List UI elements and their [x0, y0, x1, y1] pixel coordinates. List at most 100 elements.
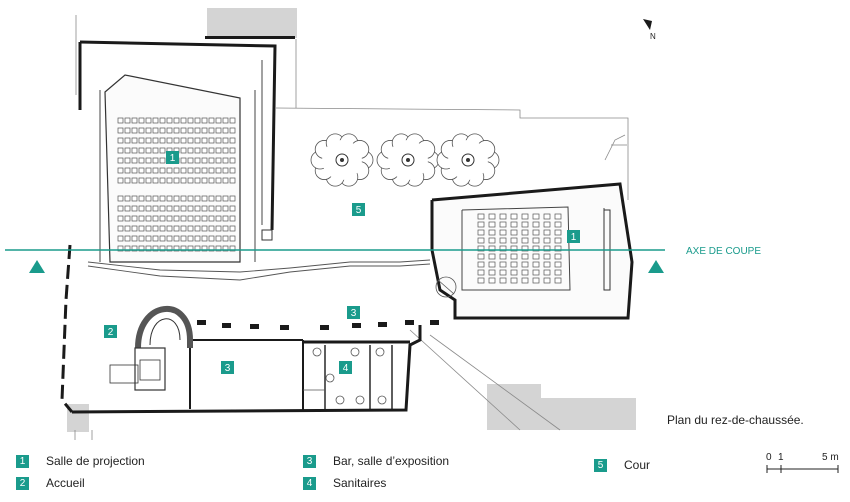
- seat: [180, 225, 187, 232]
- seat: [215, 147, 222, 154]
- seat: [521, 269, 529, 276]
- legend-label: Accueil: [46, 476, 85, 490]
- seat: [477, 253, 485, 260]
- seat: [117, 117, 124, 124]
- seat: [124, 147, 131, 154]
- legend-badge: 3: [303, 454, 316, 468]
- seat: [180, 245, 187, 252]
- seat: [208, 117, 215, 124]
- seat: [187, 205, 194, 212]
- seat: [138, 195, 145, 202]
- seat: [145, 117, 152, 124]
- seat: [229, 195, 236, 202]
- seat: [194, 177, 201, 184]
- seat: [180, 205, 187, 212]
- legend-item-3: 3 Bar, salle d’exposition: [303, 454, 449, 468]
- column: [405, 320, 414, 325]
- seat: [543, 245, 551, 252]
- seat: [229, 225, 236, 232]
- seat: [554, 213, 562, 220]
- seat: [499, 253, 507, 260]
- seat: [215, 225, 222, 232]
- seat: [532, 277, 540, 284]
- seat: [187, 117, 194, 124]
- seat: [201, 137, 208, 144]
- seat: [477, 229, 485, 236]
- column: [378, 322, 387, 327]
- seat: [510, 213, 518, 220]
- seat: [159, 215, 166, 222]
- seat: [124, 127, 131, 134]
- svg-text:4: 4: [343, 363, 349, 374]
- seat: [532, 269, 540, 276]
- seat: [145, 235, 152, 242]
- north-label: N: [650, 32, 656, 41]
- seat: [145, 215, 152, 222]
- seat: [159, 157, 166, 164]
- seat: [117, 215, 124, 222]
- column: [430, 320, 439, 325]
- seat: [152, 117, 159, 124]
- seat: [166, 137, 173, 144]
- column: [320, 325, 329, 330]
- seat: [215, 205, 222, 212]
- seat: [521, 245, 529, 252]
- seat: [488, 245, 496, 252]
- seat: [131, 225, 138, 232]
- seat: [117, 177, 124, 184]
- seat: [138, 147, 145, 154]
- legend-badge: 4: [303, 476, 316, 490]
- seat: [554, 229, 562, 236]
- seat: [124, 177, 131, 184]
- seat: [138, 167, 145, 174]
- seat: [159, 245, 166, 252]
- seat: [208, 245, 215, 252]
- seat: [229, 157, 236, 164]
- seat: [488, 269, 496, 276]
- seat: [131, 157, 138, 164]
- seat: [152, 225, 159, 232]
- seat: [488, 261, 496, 268]
- room-tag-bar-upper: 3: [347, 306, 360, 319]
- svg-text:1: 1: [571, 232, 577, 243]
- seat: [510, 253, 518, 260]
- seat: [187, 167, 194, 174]
- seat: [117, 235, 124, 242]
- seat: [521, 237, 529, 244]
- seat: [488, 213, 496, 220]
- room-tags: 1 1 2 3 3 4 5: [104, 151, 580, 374]
- seat: [166, 177, 173, 184]
- seat: [521, 261, 529, 268]
- seat: [477, 237, 485, 244]
- svg-text:5: 5: [356, 205, 362, 216]
- tree-icon: [376, 133, 440, 187]
- seat: [173, 177, 180, 184]
- seat: [117, 137, 124, 144]
- seat: [152, 235, 159, 242]
- seat: [543, 253, 551, 260]
- seat: [208, 157, 215, 164]
- seat: [194, 205, 201, 212]
- neighbor-building-top: [207, 8, 297, 38]
- seat: [510, 269, 518, 276]
- main-walls: [60, 40, 422, 414]
- seat: [543, 269, 551, 276]
- seat: [554, 269, 562, 276]
- seat: [180, 117, 187, 124]
- seat: [208, 225, 215, 232]
- seat: [510, 221, 518, 228]
- seat: [510, 261, 518, 268]
- seat: [124, 137, 131, 144]
- seat: [532, 229, 540, 236]
- seat: [477, 213, 485, 220]
- seat: [229, 117, 236, 124]
- seat: [138, 117, 145, 124]
- seat: [152, 127, 159, 134]
- seat: [510, 229, 518, 236]
- seat: [201, 205, 208, 212]
- seat: [187, 127, 194, 134]
- section-line: [5, 249, 665, 273]
- legend-label: Salle de projection: [46, 454, 145, 468]
- seat: [215, 235, 222, 242]
- seat: [543, 221, 551, 228]
